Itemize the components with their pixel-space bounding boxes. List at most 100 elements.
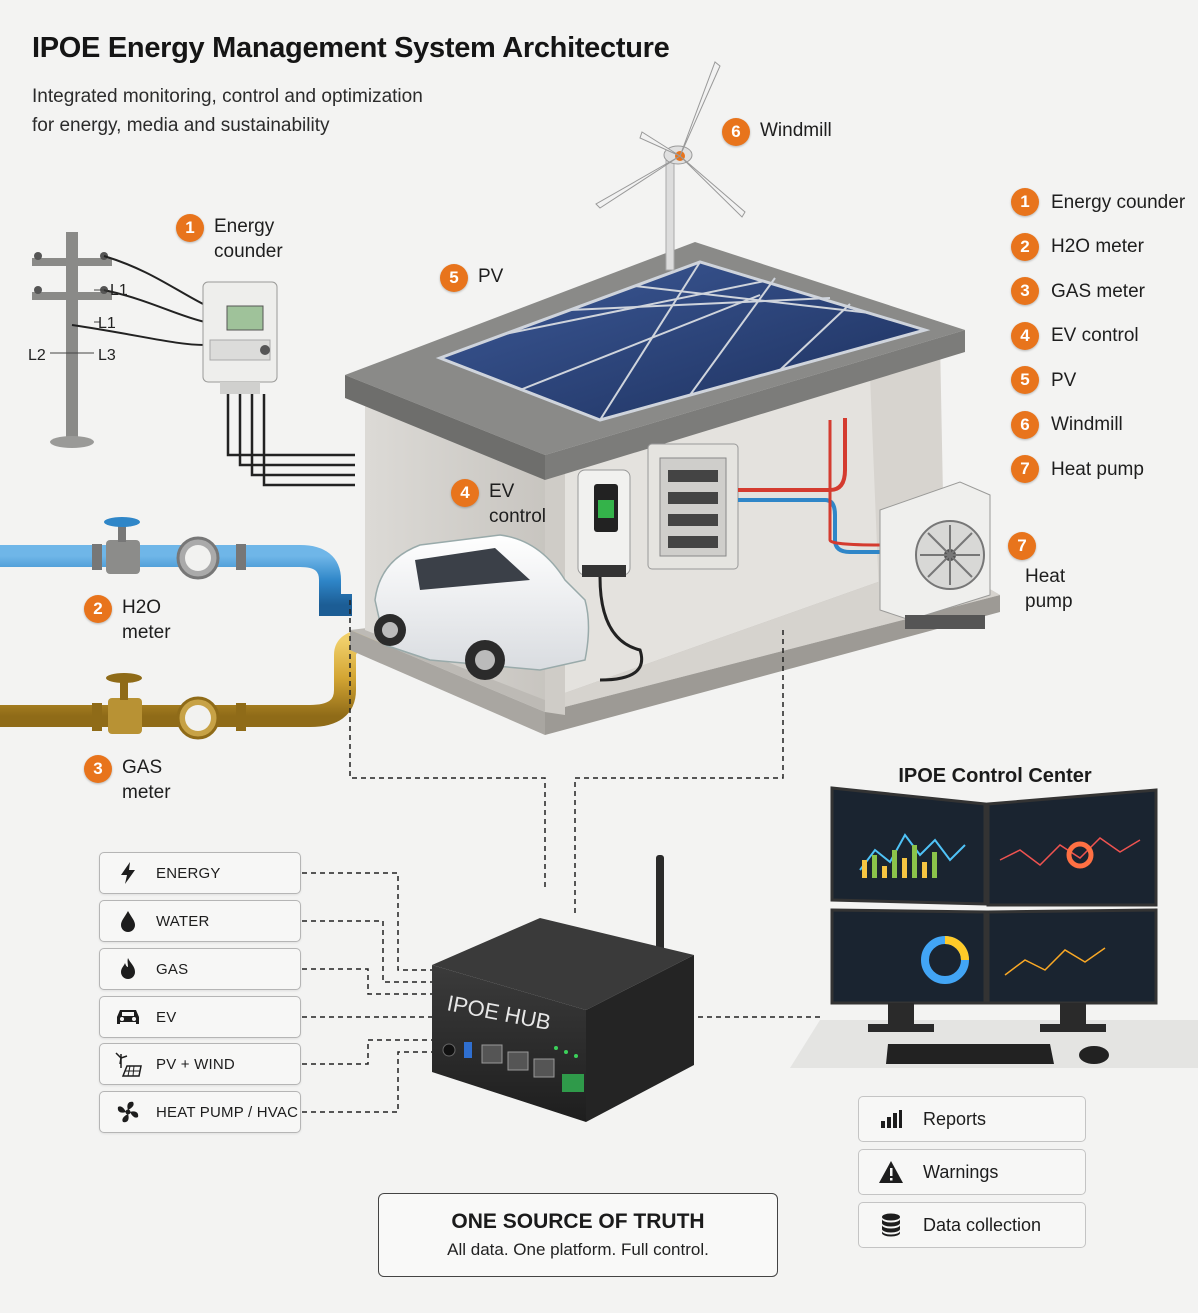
callout-h2o-meter: 2 H2O meter: [84, 595, 171, 645]
output-label: Reports: [923, 1108, 987, 1129]
callout-label-line-1: Energy: [214, 216, 275, 237]
legend-item: 7 Heat pump: [1011, 447, 1196, 492]
callout-number: 7: [1008, 532, 1036, 560]
legend-label: EV control: [1051, 325, 1139, 347]
legend-number: 5: [1011, 366, 1039, 395]
bar-chart-icon: [859, 1109, 923, 1129]
warning-icon: [859, 1160, 923, 1184]
fan-icon: [100, 1099, 156, 1125]
pole-label-l1: L1: [98, 315, 116, 332]
pole-label-l3: L3: [98, 347, 116, 364]
callout-heat-pump: 7 Heat pump: [1008, 532, 1073, 614]
car: [374, 534, 590, 680]
legend-label: Windmill: [1051, 414, 1123, 436]
windmill: [595, 61, 746, 271]
source-ev: EV: [99, 996, 301, 1038]
callout-number: 5: [440, 264, 468, 292]
source-label: ENERGY: [156, 864, 221, 882]
ev-charger: [577, 469, 643, 682]
legend-item: 6 Windmill: [1011, 403, 1196, 448]
ipoe-hub-device: [432, 855, 694, 1122]
water-drop-icon: [100, 909, 156, 933]
callout-label-line-1: Heat: [1025, 566, 1066, 587]
callout-number: 3: [84, 755, 112, 783]
callout-pv: 5 PV: [440, 264, 503, 292]
callout-label-line-1: PV: [478, 266, 504, 287]
car-icon: [100, 1007, 156, 1027]
output-warnings: Warnings: [858, 1149, 1086, 1195]
callout-ev-control: 4 EV control: [451, 479, 546, 529]
callout-label-line-1: H2O: [122, 597, 162, 618]
callout-number: 6: [722, 118, 750, 146]
source-energy: ENERGY: [99, 852, 301, 894]
source-label: WATER: [156, 912, 210, 930]
callout-label-line-2: pump: [1025, 591, 1073, 612]
output-reports: Reports: [858, 1096, 1086, 1142]
source-gas: GAS: [99, 948, 301, 990]
source-label: PV + WIND: [156, 1055, 235, 1073]
callout-number: 2: [84, 595, 112, 623]
legend-label: H2O meter: [1051, 236, 1144, 258]
callout-windmill: 6 Windmill: [722, 118, 832, 146]
callout-label-line-2: control: [489, 506, 547, 527]
callout-label-line-1: GAS: [122, 757, 163, 778]
water-pipe: [0, 517, 352, 616]
source-label: GAS: [156, 960, 189, 978]
heat-pump: [879, 481, 991, 629]
callout-energy-counder: 1 Energy counder: [176, 214, 283, 264]
callout-label-line-1: Windmill: [760, 120, 832, 141]
source-pv-wind: PV + WIND: [99, 1043, 301, 1085]
connector-lines: [302, 600, 820, 1113]
page-title: IPOE Energy Management System Architectu…: [32, 32, 670, 64]
output-data-collection: Data collection: [858, 1202, 1086, 1248]
subtitle-line-2: for energy, media and sustainability: [32, 115, 330, 136]
legend-item: 5 PV: [1011, 358, 1196, 403]
source-heat-pump-hvac: HEAT PUMP / HVAC: [99, 1091, 301, 1133]
lightning-icon: [100, 861, 156, 885]
callout-label-line-2: counder: [214, 241, 283, 262]
database-icon: [859, 1213, 923, 1237]
utility-pole: [32, 232, 206, 448]
source-water: WATER: [99, 900, 301, 942]
legend-item: 2 H2O meter: [1011, 225, 1196, 270]
callout-label-line-2: meter: [122, 622, 171, 643]
callout-label-line-1: EV: [489, 481, 515, 502]
output-label: Data collection: [923, 1214, 1042, 1235]
legend-number: 1: [1011, 188, 1039, 217]
flame-icon: [100, 957, 156, 981]
legend-label: Heat pump: [1051, 458, 1144, 480]
legend-number: 6: [1011, 410, 1039, 439]
callout-number: 4: [451, 479, 479, 507]
legend-label: Energy counder: [1051, 191, 1186, 213]
legend-item: 1 Energy counder: [1011, 180, 1196, 225]
energy-meter: [202, 281, 355, 487]
callout-gas-meter: 3 GAS meter: [84, 755, 171, 805]
pole-label-l2: L2: [28, 347, 46, 364]
callout-number: 1: [176, 214, 204, 242]
subtitle-line-1: Integrated monitoring, control and optim…: [32, 86, 423, 107]
callout-label-line-2: meter: [122, 782, 171, 803]
source-label: HEAT PUMP / HVAC: [156, 1103, 299, 1121]
legend-number: 4: [1011, 321, 1039, 350]
control-center-workstation: [790, 786, 1198, 1068]
source-of-truth-box: ONE SOURCE OF TRUTH All data. One platfo…: [378, 1193, 778, 1277]
solar-wind-icon: [100, 1050, 156, 1078]
legend-item: 3 GAS meter: [1011, 269, 1196, 314]
legend-number: 7: [1011, 455, 1039, 484]
legend-label: GAS meter: [1051, 280, 1145, 302]
pole-label-l1-top: L1: [110, 282, 128, 299]
electrical-panel: [647, 443, 739, 570]
truth-title: ONE SOURCE OF TRUTH: [451, 1210, 705, 1233]
legend-label: PV: [1051, 369, 1077, 391]
legend-number: 2: [1011, 232, 1039, 261]
output-label: Warnings: [923, 1161, 999, 1182]
legend-item: 4 EV control: [1011, 314, 1196, 359]
control-center-title: IPOE Control Center: [898, 765, 1092, 787]
truth-subtitle: All data. One platform. Full control.: [447, 1240, 709, 1259]
source-label: EV: [156, 1008, 177, 1026]
legend-number: 3: [1011, 277, 1039, 306]
building: [345, 242, 1000, 735]
gas-pipe: [0, 629, 395, 740]
